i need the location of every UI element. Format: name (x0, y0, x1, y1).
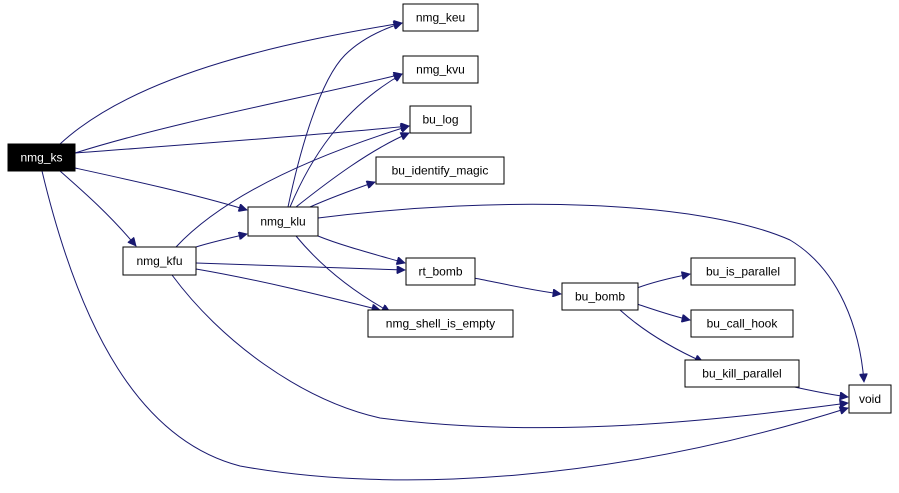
edge-nmg_ks-nmg_kfu (59, 170, 136, 246)
node-label: nmg_klu (260, 215, 305, 229)
node-label: rt_bomb (418, 265, 462, 279)
edge-nmg_kfu-nmg_klu (195, 234, 247, 248)
node-bu_bomb[interactable]: bu_bomb (561, 282, 639, 311)
edge-rt_bomb-bu_bomb (473, 277, 561, 294)
node-bu_is_parallel[interactable]: bu_is_parallel (690, 257, 796, 286)
node-bu_kill_parallel[interactable]: bu_kill_parallel (684, 359, 800, 388)
edge-bu_bomb-bu_is_parallel (636, 274, 690, 289)
edge-nmg_klu-nmg_kvu (289, 74, 402, 208)
node-label: nmg_keu (416, 11, 465, 25)
edge-nmg_ks-nmg_keu (59, 23, 402, 145)
edge-nmg_klu-rt_bomb (317, 235, 405, 263)
edge-nmg_ks-bu_log (74, 126, 409, 154)
node-label: nmg_kfu (136, 254, 182, 268)
edge-nmg_ks-nmg_kvu (74, 74, 402, 154)
edges (41, 23, 864, 481)
edge-bu_bomb-bu_kill_parallel (619, 309, 703, 362)
node-nmg_kvu[interactable]: nmg_kvu (402, 55, 479, 84)
node-label: nmg_shell_is_empty (386, 317, 495, 331)
node-nmg_kfu[interactable]: nmg_kfu (122, 246, 197, 276)
node-label: bu_log (422, 113, 458, 127)
node-bu_log[interactable]: bu_log (409, 105, 472, 134)
node-label: void (859, 392, 881, 406)
node-label: bu_identify_magic (392, 164, 489, 178)
node-label: bu_kill_parallel (702, 367, 781, 381)
node-bu_call_hook[interactable]: bu_call_hook (690, 309, 794, 338)
node-nmg_shell_is_empty[interactable]: nmg_shell_is_empty (367, 309, 514, 338)
node-nmg_keu[interactable]: nmg_keu (402, 3, 479, 32)
node-label: nmg_kvu (416, 63, 465, 77)
node-bu_identify_magic[interactable]: bu_identify_magic (375, 156, 505, 185)
node-label: nmg_ks (20, 151, 62, 165)
node-label: bu_bomb (575, 290, 625, 304)
edge-nmg_klu-void (317, 203, 864, 382)
edge-nmg_klu-bu_identify_magic (309, 182, 375, 208)
edge-nmg_klu-bu_log (295, 133, 409, 208)
node-label: bu_is_parallel (706, 265, 780, 279)
edge-nmg_ks-nmg_klu (74, 167, 247, 210)
edge-nmg_kfu-void (171, 274, 848, 429)
edge-nmg_klu-nmg_keu (287, 23, 402, 208)
edge-nmg_kfu-bu_log (175, 126, 409, 248)
node-rt_bomb[interactable]: rt_bomb (405, 257, 476, 286)
node-nmg_klu[interactable]: nmg_klu (247, 206, 319, 237)
edge-bu_bomb-bu_call_hook (636, 303, 690, 320)
node-nmg_ks[interactable]: nmg_ks (7, 143, 76, 172)
edge-nmg_ks-void (41, 170, 848, 481)
node-void[interactable]: void (848, 384, 892, 414)
node-label: bu_call_hook (707, 317, 779, 331)
edge-bu_kill_parallel-void (789, 385, 848, 397)
edge-nmg_kfu-rt_bomb (195, 262, 405, 270)
edge-nmg_kfu-nmg_shell_is_empty (195, 268, 380, 310)
